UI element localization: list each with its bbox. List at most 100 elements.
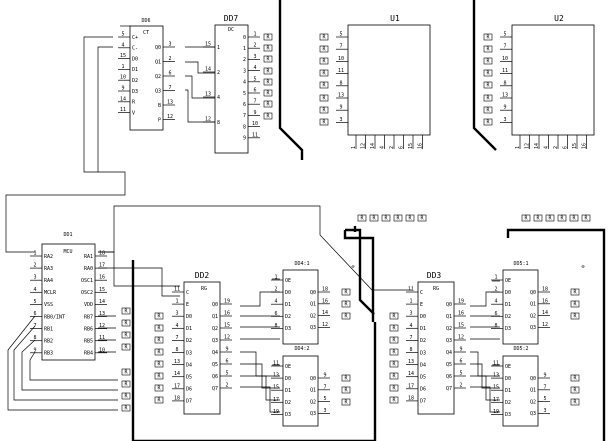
- resistor: R: [121, 331, 131, 339]
- resistor: R: [389, 372, 399, 380]
- resistor: R: [154, 360, 164, 368]
- pin-number: 19: [458, 299, 464, 305]
- pin-number: 11: [120, 107, 126, 113]
- pin-number: 7: [503, 44, 506, 50]
- pin-number: 5: [339, 32, 342, 38]
- u2-ref: U2: [554, 14, 564, 23]
- pin-number: 16: [542, 298, 548, 304]
- pin-number: 12: [525, 143, 531, 149]
- resistor-label: R: [157, 314, 161, 320]
- pin-number: 17: [99, 263, 105, 269]
- resistor-label: R: [392, 338, 396, 344]
- pin-name: Q0: [530, 376, 536, 382]
- resistor-label: R: [344, 290, 348, 296]
- resistor-label: R: [486, 108, 490, 114]
- pin-number: 18: [99, 251, 105, 257]
- pin-number: 8: [494, 323, 497, 329]
- resistor: R: [569, 214, 579, 222]
- dd6-ref: DD6: [141, 18, 150, 24]
- pin-name: E: [420, 302, 423, 308]
- resistor: R: [521, 214, 531, 222]
- pin-number: 4: [274, 299, 277, 305]
- pin-name: Q1: [446, 314, 452, 320]
- pin-number: 16: [458, 311, 464, 317]
- pin-name: OE: [285, 278, 291, 284]
- pin-number: 12: [458, 335, 464, 341]
- resistor-label: R: [266, 57, 270, 63]
- pin-number: 2: [553, 146, 559, 149]
- dd5-1-ref: DD5:1: [513, 261, 528, 267]
- pin-name: Q1: [155, 59, 161, 65]
- pin-name: RA2: [44, 254, 53, 260]
- pin-number: 5: [33, 299, 36, 305]
- resistor: R: [341, 300, 351, 308]
- pin-labels: 5C+4C-15D01D110D29D314R11V3Q02Q16Q27Q313…: [30, 32, 588, 418]
- pin-number: 6: [494, 311, 497, 317]
- resistor-label: R: [266, 35, 270, 41]
- pin-number: 15: [120, 53, 126, 59]
- pin-number: 9: [33, 347, 36, 353]
- resistor-label: R: [392, 374, 396, 380]
- resistor-label: R: [392, 362, 396, 368]
- pin-name: D1: [420, 326, 426, 332]
- pin-name: Q7: [212, 386, 218, 392]
- pin-name: Q1: [212, 314, 218, 320]
- resistor-label: R: [573, 376, 577, 382]
- pin-number: 11: [338, 68, 344, 74]
- resistor: R: [263, 44, 273, 52]
- resistor-label: R: [124, 370, 128, 376]
- resistor-label: R: [584, 216, 588, 222]
- resistor-label: R: [157, 326, 161, 332]
- pin-name: C: [420, 290, 423, 296]
- resistor-label: R: [266, 46, 270, 52]
- pin-name: 2: [217, 70, 220, 76]
- pin-number: 7: [323, 384, 326, 390]
- pin-number: 7: [409, 335, 412, 341]
- pin-name: D0: [186, 314, 192, 320]
- pin-name: Q3: [155, 88, 161, 94]
- pin-number: 10: [99, 347, 105, 353]
- pin-name: 3: [243, 68, 246, 74]
- pin-number: 10: [252, 121, 258, 127]
- pin-name: 5: [243, 91, 246, 97]
- pin-name: Q3: [310, 411, 316, 417]
- resistor-label: R: [486, 96, 490, 102]
- pin-name: D1: [285, 388, 291, 394]
- pin-name: D3: [420, 350, 426, 356]
- pin-name: D3: [132, 89, 138, 95]
- pin-number: 1: [175, 299, 178, 305]
- pin-number: 2: [253, 43, 256, 49]
- pin-number: 5: [543, 396, 546, 402]
- pin-number: 11: [408, 287, 414, 293]
- pin-number: 17: [493, 397, 499, 403]
- resistor: R: [389, 324, 399, 332]
- resistor: R: [341, 386, 351, 394]
- pin-name: E: [186, 302, 189, 308]
- resistor-label: R: [396, 216, 400, 222]
- pin-name: D0: [285, 290, 291, 296]
- pin-number: 6: [225, 359, 228, 365]
- pin-name: D6: [186, 387, 192, 393]
- pin-number: 14: [120, 96, 126, 102]
- pin-name: Q0: [310, 376, 316, 382]
- resistor-label: R: [572, 216, 576, 222]
- pin-number: 6: [399, 146, 405, 149]
- resistor: R: [319, 69, 329, 77]
- resistor: R: [319, 106, 329, 114]
- pin-number: 4: [494, 299, 497, 305]
- pin-name: 8: [243, 124, 246, 130]
- resistor: R: [121, 319, 131, 327]
- resistor: R: [389, 384, 399, 392]
- pin-number: 1: [515, 146, 521, 149]
- pin-name: Q2: [446, 326, 452, 332]
- pin-number: 9: [225, 347, 228, 353]
- pin-name: Q2: [530, 313, 536, 319]
- pin-name: 8: [217, 120, 220, 126]
- pin-name: Q2: [155, 74, 161, 80]
- dd2-ref: DD2: [195, 271, 210, 280]
- pin-number: 12: [361, 143, 367, 149]
- pin-number: 1: [409, 299, 412, 305]
- pin-number: 11: [252, 132, 258, 138]
- resistor: R: [154, 312, 164, 320]
- resistor: R: [121, 343, 131, 351]
